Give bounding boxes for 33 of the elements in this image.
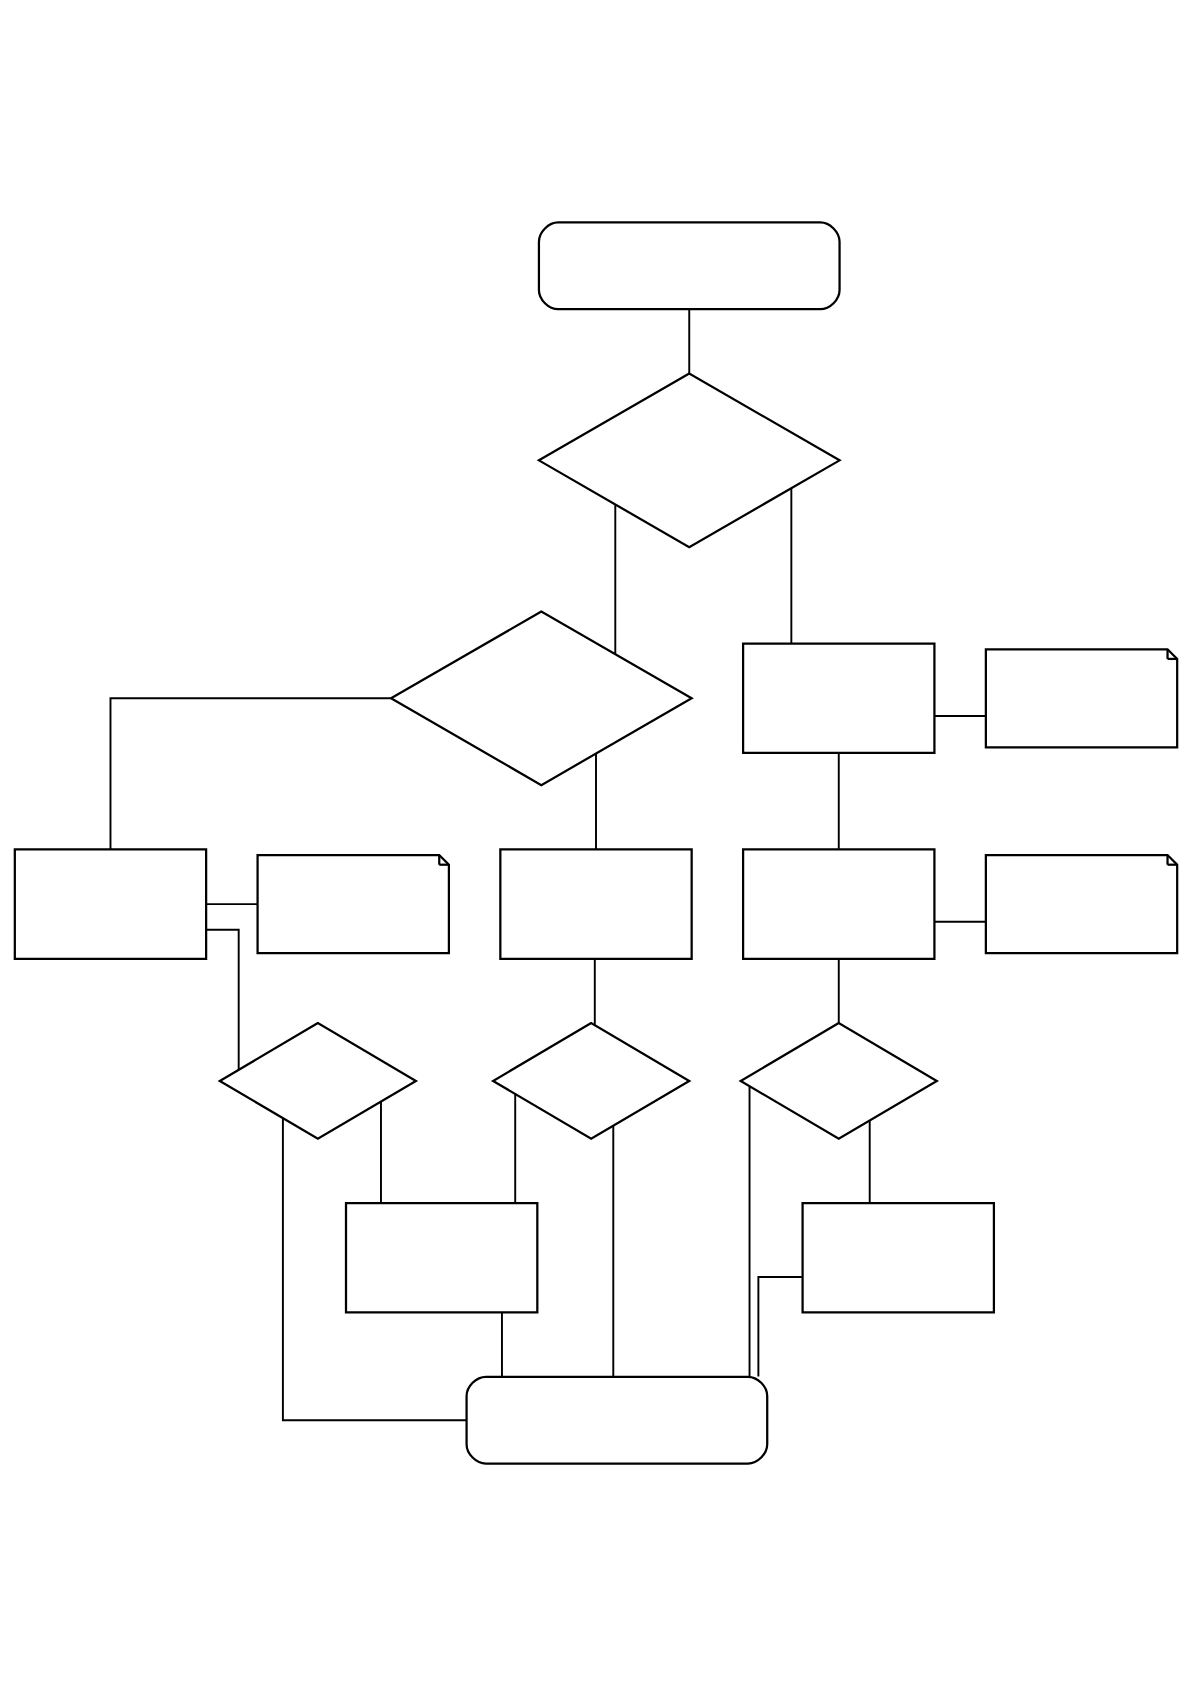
connector <box>688 308 691 374</box>
node-box <box>344 1201 539 1314</box>
connector <box>380 1100 382 1204</box>
connector <box>837 957 840 1024</box>
node-box <box>13 847 208 960</box>
connector <box>595 752 597 850</box>
node-box <box>499 847 693 960</box>
node-stadium <box>537 220 841 310</box>
connector <box>868 1119 871 1204</box>
node-diamond <box>388 609 694 786</box>
connector <box>501 1311 503 1377</box>
node-box <box>741 847 936 960</box>
node-stadium <box>465 1375 769 1465</box>
connector <box>614 503 617 655</box>
connector <box>933 714 987 717</box>
connector <box>933 920 987 923</box>
node-diamond <box>536 371 842 548</box>
node-box <box>801 1201 996 1314</box>
connector <box>837 752 840 850</box>
connector <box>790 487 793 644</box>
node-diamond <box>490 1021 692 1140</box>
connector <box>205 928 240 1071</box>
connector <box>757 1275 803 1377</box>
connector <box>593 957 596 1026</box>
connector <box>612 1124 615 1377</box>
connector <box>514 1092 517 1204</box>
node-diamond <box>217 1021 419 1140</box>
connector <box>109 696 392 850</box>
node-diamond <box>738 1021 940 1140</box>
connector <box>281 1117 468 1421</box>
connector <box>205 902 259 905</box>
node-box <box>741 642 936 754</box>
connector <box>748 1084 751 1378</box>
